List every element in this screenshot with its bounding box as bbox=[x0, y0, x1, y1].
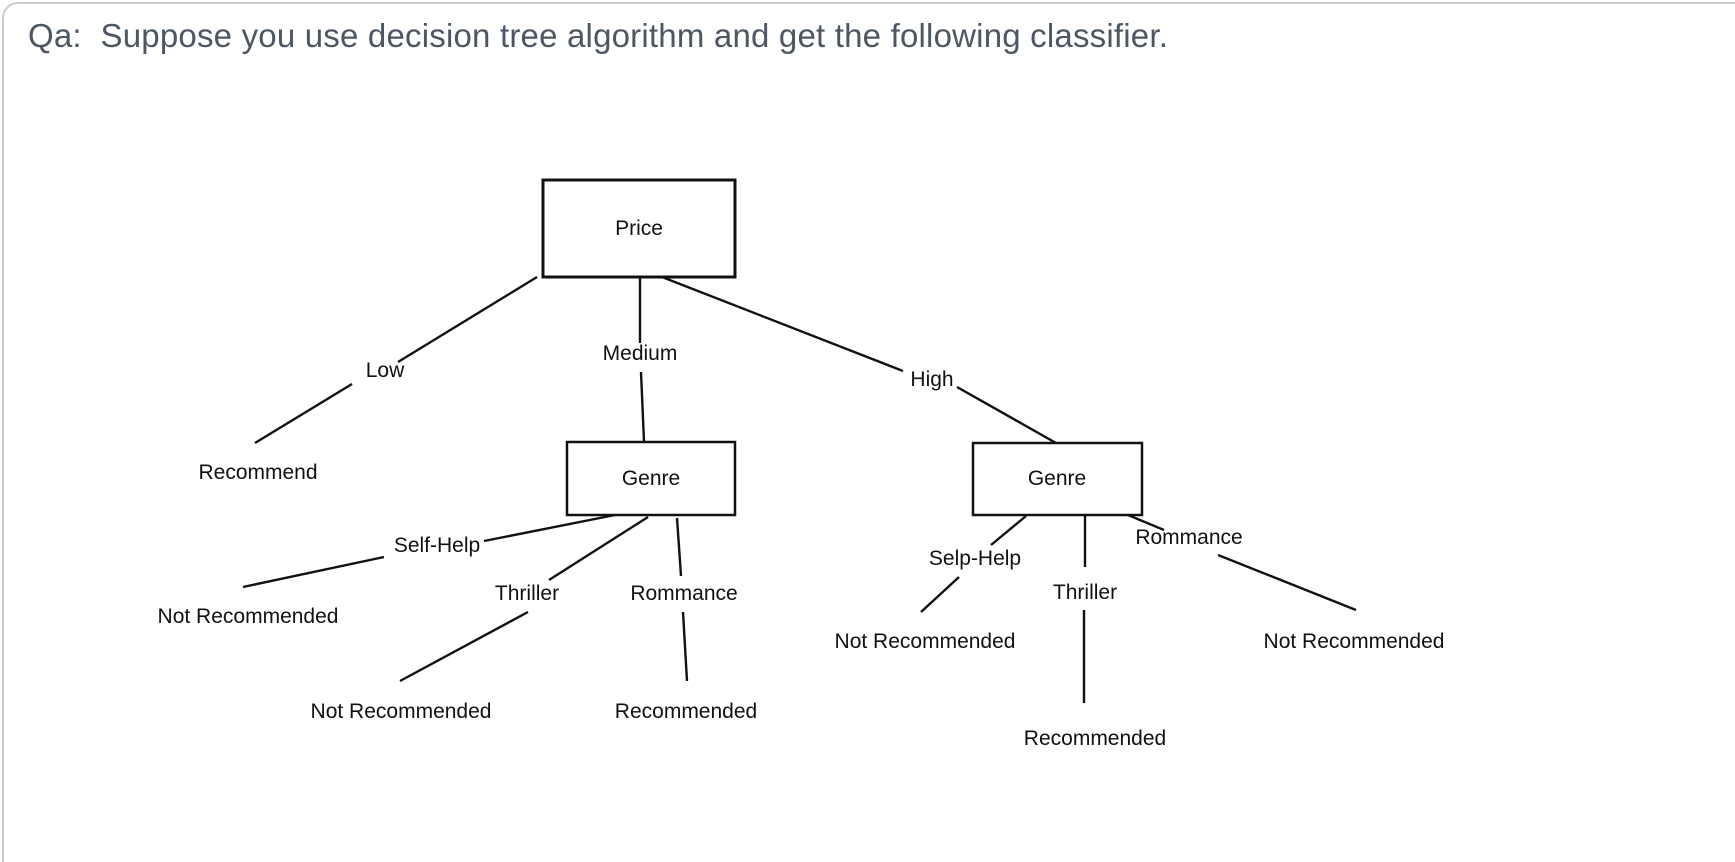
edge-genre-mid-thriller-lower bbox=[399, 610, 529, 683]
branch-label-rommance-mid: Rommance bbox=[630, 582, 738, 605]
edge-genre-mid-rommance-upper bbox=[675, 517, 683, 577]
edge-genre-right-selphelp-lower bbox=[920, 576, 960, 613]
edge-genre-mid-thriller-upper bbox=[548, 515, 649, 582]
leaf-recommended-rommance-mid: Recommended bbox=[614, 700, 758, 723]
branch-label-rommance-right: Rommance bbox=[1135, 526, 1243, 549]
edge-genre-mid-selfhelp-lower bbox=[242, 555, 385, 589]
edge-price-high-lower bbox=[956, 385, 1057, 445]
leaf-not-recommended-selphelp-right: Not Recommended bbox=[834, 630, 1016, 653]
edge-genre-right-rommance-lower bbox=[1217, 553, 1357, 612]
edge-genre-mid-rommance-lower bbox=[681, 611, 689, 682]
node-label-genre-mid: Genre bbox=[621, 467, 681, 490]
edge-genre-mid-selfhelp-upper bbox=[483, 512, 621, 543]
node-label-genre-right: Genre bbox=[1027, 467, 1087, 490]
leaf-not-recommended-rommance-right: Not Recommended bbox=[1263, 630, 1445, 653]
leaf-not-recommended-thriller-mid: Not Recommended bbox=[310, 700, 492, 723]
branch-label-low: Low bbox=[365, 359, 405, 382]
edge-price-medium-lower bbox=[639, 371, 646, 443]
branch-label-medium: Medium bbox=[602, 342, 678, 365]
edge-price-high-upper bbox=[661, 275, 904, 373]
leaf-recommended-thriller-right: Recommended bbox=[1023, 727, 1167, 750]
branch-label-thriller-mid: Thriller bbox=[494, 582, 560, 605]
node-label-price: Price bbox=[615, 217, 663, 240]
price-node-box bbox=[541, 178, 737, 279]
edge-genre-right-rommance-upper bbox=[1127, 513, 1165, 532]
branch-label-thriller-right: Thriller bbox=[1052, 581, 1118, 604]
edge-genre-right-selphelp-upper bbox=[990, 515, 1027, 546]
branch-label-self-help-mid: Self-Help bbox=[393, 534, 481, 557]
leaf-recommend-low: Recommend bbox=[198, 461, 318, 484]
edge-price-low-upper bbox=[397, 275, 538, 364]
edge-price-low-lower bbox=[254, 382, 353, 445]
genre-mid-node-box bbox=[565, 440, 737, 517]
leaf-not-recommended-selfhelp-mid: Not Recommended bbox=[157, 605, 339, 628]
branch-label-high: High bbox=[910, 368, 954, 391]
genre-right-node-box bbox=[971, 441, 1144, 517]
branch-label-selp-help-right: Selp-Help bbox=[928, 547, 1022, 570]
question-title: Qa: Suppose you use decision tree algori… bbox=[28, 17, 1169, 54]
